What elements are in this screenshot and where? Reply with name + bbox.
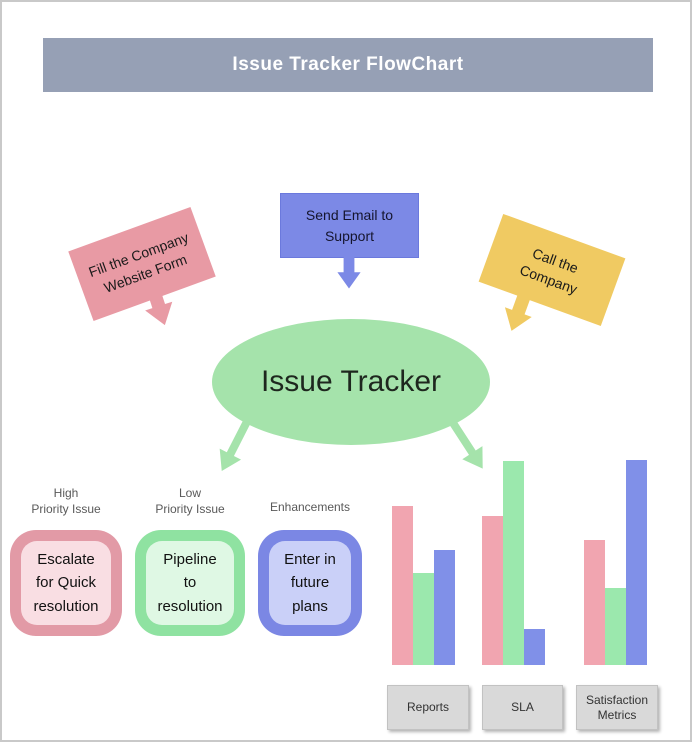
- outcome-box-pipeline: Pipeline to resolution: [135, 530, 245, 636]
- arrow-down-icon-website-form: [134, 280, 184, 334]
- arrow-down-right-icon-hub: [440, 414, 497, 479]
- outcome-box-pipeline-label: Pipeline to resolution: [146, 541, 234, 625]
- bar-group-sla: [482, 461, 545, 665]
- outcome-box-future-plans: Enter in future plans: [258, 530, 362, 636]
- outcome-box-future-plans-label: Enter in future plans: [269, 541, 351, 625]
- bar-blue-series-reports: [434, 550, 455, 665]
- chart-label-satisfaction-metrics: Satisfaction Metrics: [576, 685, 658, 730]
- bar-group-reports: [392, 506, 455, 665]
- bar-green-series-satisfaction-metrics: [605, 588, 626, 665]
- chart-label-reports: Reports: [387, 685, 469, 730]
- bar-green-series-reports: [413, 573, 434, 665]
- node-send-email-support-label: Send Email to Support: [305, 207, 394, 244]
- hub-label: Issue Tracker: [260, 365, 442, 398]
- title-banner: Issue Tracker FlowChart: [43, 38, 653, 92]
- bar-pink-series-reports: [392, 506, 413, 665]
- bar-group-satisfaction-metrics: [584, 460, 647, 665]
- category-label-low-priority: Low Priority Issue: [155, 486, 225, 516]
- arrow-down-icon-call-company: [493, 286, 544, 340]
- outcome-box-escalate-label: Escalate for Quick resolution: [21, 541, 111, 625]
- category-label-high-priority: High Priority Issue: [31, 486, 101, 516]
- node-send-email-support: Send Email to Support: [280, 193, 419, 258]
- bar-blue-series-satisfaction-metrics: [626, 460, 647, 665]
- chart-label-sla: SLA: [482, 685, 563, 730]
- outcome-box-escalate: Escalate for Quick resolution: [10, 530, 122, 636]
- hub-ellipse-issue-tracker: Issue Tracker: [212, 319, 490, 445]
- arrow-down-icon-email-support: [331, 256, 367, 290]
- bar-green-series-sla: [503, 461, 524, 665]
- node-call-company-label: Call the Company: [517, 244, 581, 298]
- category-label-enhancements: Enhancements: [269, 500, 351, 514]
- bar-blue-series-sla: [524, 629, 545, 665]
- bar-pink-series-sla: [482, 516, 503, 665]
- arrow-down-left-icon-hub: [207, 414, 260, 479]
- page-title: Issue Tracker FlowChart: [232, 54, 464, 75]
- bar-pink-series-satisfaction-metrics: [584, 540, 605, 665]
